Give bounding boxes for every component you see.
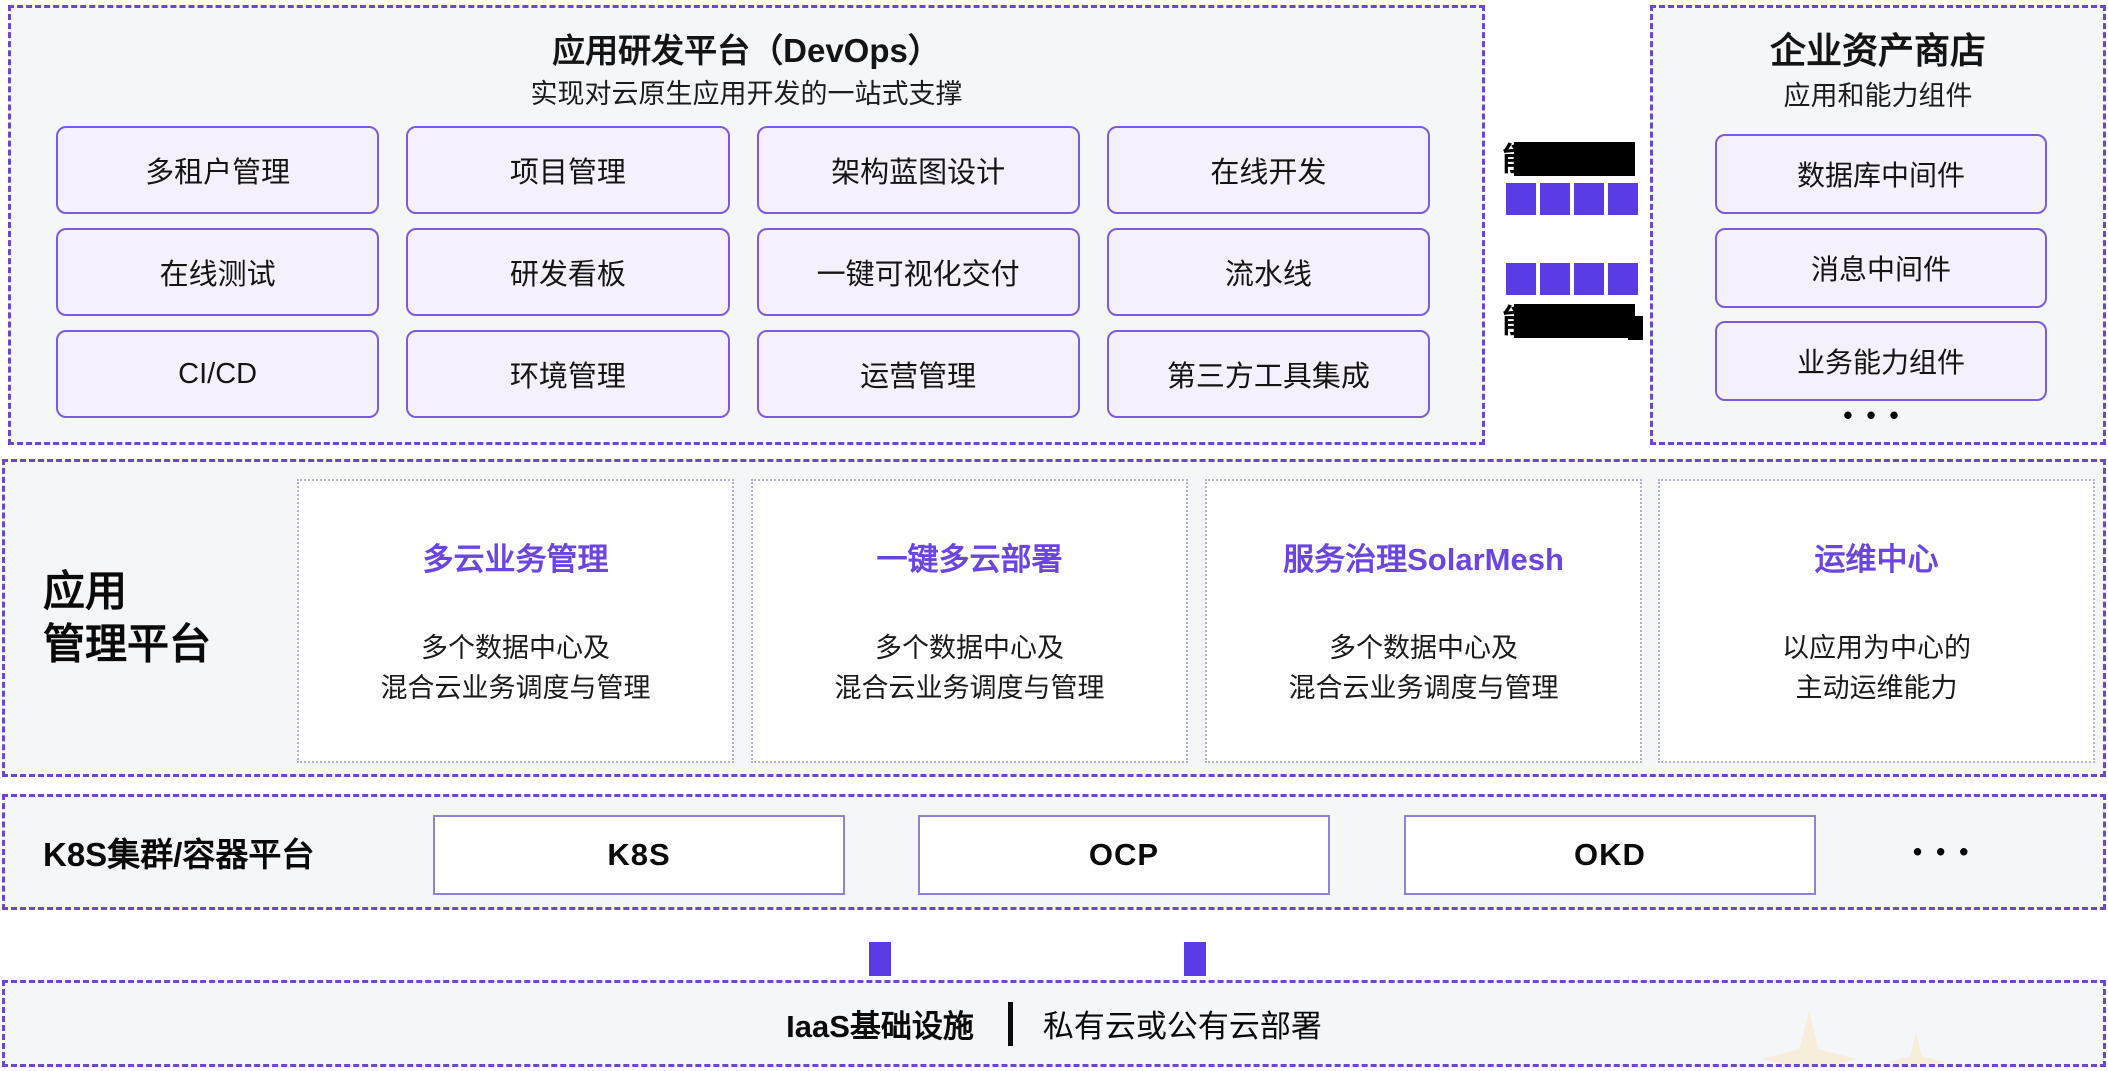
card-one-click-deploy: 一键多云部署 多个数据中心及 混合云业务调度与管理 [751,479,1188,763]
card-desc: 多个数据中心及 混合云业务调度与管理 [835,629,1105,707]
k8s-band-label: K8S集群/容器平台 [43,836,315,873]
feature-online-dev: 在线开发 [1106,126,1430,214]
asset-store-ellipsis: ••• [1843,400,1913,430]
card-service-governance: 服务治理SolarMesh 多个数据中心及 混合云业务调度与管理 [1205,479,1642,763]
connector-square [1574,183,1604,215]
iaas-connector-square-right [1184,942,1206,976]
feature-3rd-party-tools: 第三方工具集成 [1106,330,1430,418]
iaas-band-content: IaaS基础设施 私有云或公有云部署 [5,983,2103,1064]
kbox-ocp: OCP [918,815,1330,895]
connector-square [1506,263,1536,295]
card-desc-line1: 多个数据中心及 [1329,633,1518,664]
card-title: 多云业务管理 [422,542,609,578]
iaas-band: IaaS基础设施 私有云或公有云部署 [2,980,2106,1067]
feature-project-mgmt: 项目管理 [406,126,730,214]
kbox-okd: OKD [1404,815,1816,895]
card-desc: 多个数据中心及 混合云业务调度与管理 [381,629,651,707]
app-management-label: 应用 管理平台 [43,566,211,671]
k8s-cluster-band: K8S集群/容器平台 K8S OCP OKD ••• [2,794,2106,910]
kbox-k8s: K8S [433,815,845,895]
connector-square [1608,183,1638,215]
card-title: 服务治理SolarMesh [1283,542,1564,578]
card-multicloud-business: 多云业务管理 多个数据中心及 混合云业务调度与管理 [297,479,734,763]
connector-square [1540,263,1570,295]
devops-panel-subtitle: 实现对云原生应用开发的一站式支撑 [530,79,963,109]
card-desc-line2: 主动运维能力 [1795,672,1958,703]
redaction-bar-bottom-nub [1628,316,1643,340]
card-ops-center: 运维中心 以应用为中心的 主动运维能力 [1658,479,2095,763]
feature-pipeline: 流水线 [1106,228,1430,316]
app-management-label-line2: 管理平台 [43,620,212,667]
card-desc: 以应用为中心的 主动运维能力 [1782,629,1971,707]
connector-squares-row-2 [1506,263,1638,295]
card-desc-line2: 混合云业务调度与管理 [1288,672,1559,703]
asset-item-message-middleware: 消息中间件 [1715,228,2047,308]
feature-env-mgmt: 环境管理 [406,330,730,418]
connector-square [1608,263,1638,295]
feature-dev-kanban: 研发看板 [406,228,730,316]
card-desc-line1: 以应用为中心的 [1782,633,1971,664]
redaction-bar-bottom [1514,304,1635,338]
feature-cicd: CI/CD [56,330,380,418]
devops-feature-grid: 多租户管理 项目管理 架构蓝图设计 在线开发 在线测试 研发看板 一键可视化交付… [56,126,1430,418]
connector-square [1574,263,1604,295]
asset-store-title: 企业资产商店 [1769,30,1986,71]
iaas-desc: 私有云或公有云部署 [1042,1009,1322,1044]
connector-square [1540,183,1570,215]
iaas-connector-square-left [869,942,891,976]
devops-panel-title: 应用研发平台（DevOps） [552,32,941,69]
asset-item-database-middleware: 数据库中间件 [1715,134,2047,214]
feature-blueprint-design: 架构蓝图设计 [756,126,1080,214]
asset-item-business-capability: 业务能力组件 [1715,321,2047,401]
card-desc-line1: 多个数据中心及 [875,633,1064,664]
asset-store-subtitle: 应用和能力组件 [1783,81,1973,111]
feature-online-test: 在线测试 [56,228,380,316]
app-management-band: 应用 管理平台 多云业务管理 多个数据中心及 混合云业务调度与管理 一键多云部署… [2,459,2106,777]
card-desc: 多个数据中心及 混合云业务调度与管理 [1289,629,1559,707]
devops-platform-panel: 应用研发平台（DevOps） 实现对云原生应用开发的一站式支撑 多租户管理 项目… [8,5,1485,445]
vertical-divider [1007,1001,1013,1046]
k8s-band-ellipsis: ••• [1913,836,1983,867]
card-desc-line2: 混合云业务调度与管理 [380,672,651,703]
connector-square [1506,183,1536,215]
feature-multi-tenant: 多租户管理 [56,126,380,214]
feature-one-click-delivery: 一键可视化交付 [756,228,1080,316]
card-desc-line2: 混合云业务调度与管理 [834,672,1105,703]
iaas-label: IaaS基础设施 [786,1009,974,1044]
card-desc-line1: 多个数据中心及 [421,633,610,664]
card-title: 一键多云部署 [876,542,1063,578]
feature-ops-mgmt: 运营管理 [756,330,1080,418]
redaction-bar-top [1514,142,1635,176]
connector-squares-row-1 [1506,183,1638,215]
app-management-label-line1: 应用 [43,567,128,615]
asset-store-panel: 企业资产商店 应用和能力组件 数据库中间件 消息中间件 业务能力组件 ••• [1650,5,2106,445]
card-title: 运维中心 [1814,542,1939,578]
